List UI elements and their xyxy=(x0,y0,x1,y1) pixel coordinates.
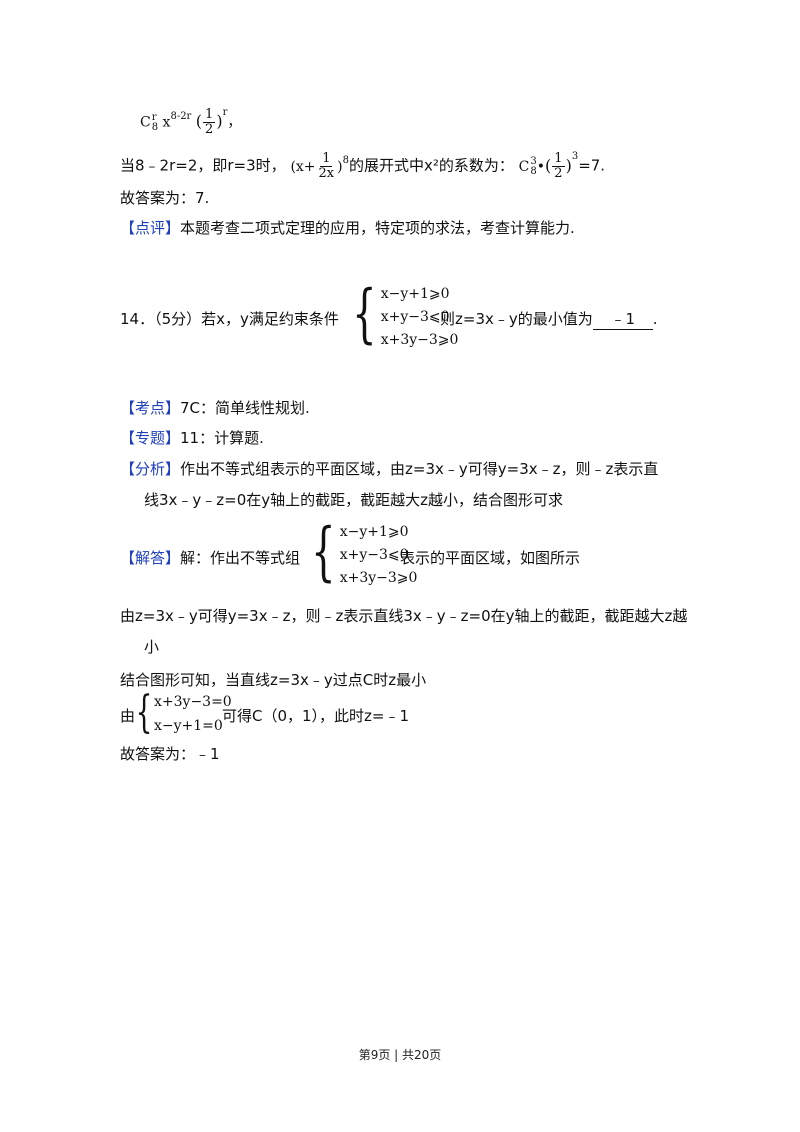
frac-exponent: 3 xyxy=(571,150,579,162)
binom-exponent: 8 xyxy=(342,154,349,166)
frac-num: 1 xyxy=(203,107,216,123)
comb-sub: 8 xyxy=(530,165,537,177)
solution-line-a2: 小 xyxy=(144,638,160,656)
comb-sub: 8 xyxy=(151,121,159,133)
question-14-tail: 则z=3x﹣y的最小值为﹣1. xyxy=(440,309,658,330)
answer-line-1: 故答案为：7. xyxy=(120,189,210,207)
constraint-1: x−y+1⩾0 xyxy=(380,286,450,302)
frac-den: 2 xyxy=(205,122,214,137)
x-exponent: 8-2r xyxy=(170,110,192,122)
outer-exponent: r xyxy=(222,106,228,118)
zhuanti-text: 11：计算题. xyxy=(180,429,264,447)
line2-mid: 的展开式中x²的系数为： xyxy=(348,156,514,175)
brace-icon: { xyxy=(135,687,153,738)
constraint-1: x−y+1⩾0 xyxy=(339,524,409,540)
q14-mid: 则z=3x﹣y的最小值为 xyxy=(440,310,593,328)
solution-line-b: 结合图形可知，当直线z=3x﹣y过点C时z最小 xyxy=(120,671,427,689)
constraint-3: x+3y−3⩾0 xyxy=(380,332,459,348)
line-c-tail: 可得C（0，1），此时z=﹣1 xyxy=(222,707,410,725)
page-footer: 第9页 | 共20页 xyxy=(358,1048,442,1062)
fenxi-line: 【分析】作出不等式组表示的平面区域，由z=3x﹣y可得y=3x﹣z，则﹣z表示直 xyxy=(120,459,658,479)
jieda-lead: 解：作出不等式组 xyxy=(180,549,301,567)
q14-end: . xyxy=(652,310,658,328)
solution-line-a: 由z=3x﹣y可得y=3x﹣z，则﹣z表示直线3x﹣y﹣z=0在y轴上的截距，截… xyxy=(120,607,688,625)
jieda-system: { x−y+1⩾0 x+y−3⩽0 x+3y−3⩾0 xyxy=(303,515,418,589)
tag-dianping: 【点评】 xyxy=(120,219,181,237)
intersection-system: { x+3y−3=0 x−y+1=0 xyxy=(130,687,232,738)
trail: ， xyxy=(227,114,242,131)
answer-blank: ﹣1 xyxy=(592,309,653,330)
constraint-2: x+y−3⩽0 xyxy=(339,547,409,563)
constraint-2: x+y−3⩽0 xyxy=(380,309,450,325)
binom-close: ) xyxy=(337,158,343,175)
line2-tail: =7. xyxy=(578,156,606,175)
constraint-3: x+3y−3⩾0 xyxy=(339,570,418,586)
fenxi-line-2: 线3x﹣y﹣z=0在y轴上的截距，截距越大z越小，结合图形可求 xyxy=(144,491,564,509)
fenxi-text-1: 作出不等式组表示的平面区域，由z=3x﹣y可得y=3x﹣z，则﹣z表示直 xyxy=(180,460,659,478)
frac-num: 1 xyxy=(552,151,565,167)
frac-den: 2 xyxy=(554,166,563,181)
q14-lead: 14．（5分）若x，y满足约束条件 xyxy=(120,310,339,328)
dot: • xyxy=(536,158,546,175)
frac-num: 1 xyxy=(320,151,333,167)
binom-open: (x+ xyxy=(290,158,316,175)
comb-symbol: C xyxy=(518,158,530,175)
var-x: x xyxy=(162,114,171,131)
equation-2: x−y+1=0 xyxy=(154,718,223,734)
comb-sup: 3 xyxy=(530,155,537,167)
solution-line-c: 由 xyxy=(120,706,135,726)
question-14: 14．（5分）若x，y满足约束条件 xyxy=(120,309,339,329)
tag-fenxi: 【分析】 xyxy=(120,460,181,478)
comb-symbol: C xyxy=(140,114,151,131)
line2-lead: 当8﹣2r=2，即r=3时， xyxy=(120,156,286,175)
comment-text: 本题考查二项式定理的应用，特定项的求法，考查计算能力. xyxy=(180,219,575,237)
constraint-system: { x−y+1⩾0 x+y−3⩽0 x+3y−3⩾0 xyxy=(344,277,459,351)
jieda-line: 【解答】解：作出不等式组 xyxy=(120,548,300,568)
brace-icon: { xyxy=(311,515,336,589)
frac-den: 2x xyxy=(318,166,335,181)
tag-zhuanti: 【专题】 xyxy=(120,429,181,447)
tag-jieda: 【解答】 xyxy=(120,549,181,567)
kaodian-line: 【考点】7C：简单线性规划. xyxy=(120,398,310,418)
final-answer: 故答案为：﹣1 xyxy=(120,745,220,763)
comb-sup: r xyxy=(151,111,157,123)
brace-icon: { xyxy=(352,277,377,351)
tag-kaodian: 【考点】 xyxy=(120,399,181,417)
zhuanti-line: 【专题】11：计算题. xyxy=(120,428,264,448)
jieda-tail: 表示的平面区域，如图所示 xyxy=(400,549,581,567)
equation-1: x+3y−3=0 xyxy=(154,694,232,710)
line-c-lead: 由 xyxy=(120,707,136,725)
kaodian-text: 7C：简单线性规划. xyxy=(180,399,310,417)
comment-line: 【点评】本题考查二项式定理的应用，特定项的求法，考查计算能力. xyxy=(120,218,575,238)
